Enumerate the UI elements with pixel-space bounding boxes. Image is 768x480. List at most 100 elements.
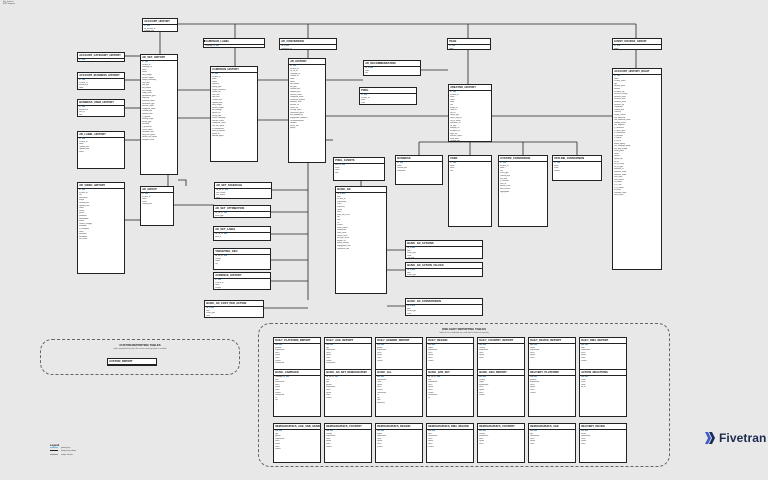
column-name: action_type bbox=[407, 310, 416, 313]
column-row: reach bbox=[581, 443, 625, 446]
column-name: _1d_click bbox=[407, 257, 415, 259]
column-row: actions bbox=[377, 360, 421, 363]
entity-table[interactable]: EVENT_SOURCE_GROUPidnameownercreated_tim… bbox=[612, 38, 662, 50]
column-row: funding_source bbox=[614, 122, 660, 125]
column-name: is_prepay bbox=[614, 137, 622, 140]
column-row: account_id bbox=[337, 198, 385, 201]
entity-table[interactable]: PRODUCT_CATALOGidnameverticalproduct_cou… bbox=[203, 40, 205, 42]
column-row: spend bbox=[326, 354, 370, 357]
column-name: currency bbox=[614, 111, 621, 114]
column-name: configured_status bbox=[142, 107, 156, 110]
column-row: count bbox=[581, 381, 625, 384]
table-name: EVENT_SOURCE_GROUP bbox=[613, 39, 661, 45]
column-name: date bbox=[407, 271, 411, 274]
column-row: impressions bbox=[275, 438, 319, 441]
column-row: conversions bbox=[337, 229, 385, 232]
column-row: ad_id bbox=[407, 247, 481, 250]
column-row: name bbox=[397, 165, 441, 168]
column-row: updated_time bbox=[290, 91, 324, 94]
column-name: id bbox=[215, 279, 217, 282]
entity-table[interactable]: AD_RECOMMENDATIONad_idcodetitlemessageim… bbox=[363, 60, 421, 76]
column-row: instagram_actor bbox=[142, 139, 176, 142]
entity-table[interactable]: ACCOUNT_CATEGORY_HISTORYidaccount_idcate… bbox=[77, 52, 125, 62]
table-name: ACCOUNT_HISTORY bbox=[143, 19, 177, 25]
column-name: spend bbox=[377, 440, 382, 443]
column-name: source_campaign bbox=[212, 117, 226, 120]
column-row: reach bbox=[428, 357, 472, 360]
column-name: actions bbox=[275, 359, 281, 362]
column-row: platform bbox=[275, 347, 319, 350]
column-name: lifetime_min_spend bbox=[142, 136, 157, 139]
column-name: backdated bbox=[79, 235, 87, 238]
entity-table[interactable]: AD_SET_ATTRIBUTIONad_set_idevent_typewin… bbox=[213, 205, 271, 218]
table-name: BASIC_AD_SET_DEMOGRAPHIC bbox=[325, 370, 371, 376]
column-name: upload bbox=[554, 169, 560, 172]
column-row: optimization_goal bbox=[142, 95, 176, 98]
column-name: status bbox=[290, 80, 295, 83]
column-row: ad_set_id bbox=[290, 70, 324, 73]
column-name: funding_source bbox=[614, 121, 626, 124]
column-row: buying_type bbox=[212, 86, 256, 89]
entity-table[interactable]: CUSTOM_REPORTidname bbox=[107, 358, 157, 366]
column-name: title bbox=[365, 72, 368, 75]
table-columns: ad_idcodetitlemessageimportance bbox=[364, 67, 420, 75]
table-name: TARGETING_GEO bbox=[214, 249, 270, 255]
column-name: dma bbox=[428, 432, 432, 435]
entity-table[interactable]: AUDIENCE_HISTORYidaccount_idnamesubtypes… bbox=[213, 272, 271, 290]
column-name: url_tags bbox=[450, 124, 457, 127]
entity-table[interactable]: PAGEidnamecategorylink bbox=[447, 38, 491, 50]
column-name: id bbox=[79, 189, 81, 192]
column-name: last_updated_by bbox=[290, 114, 303, 117]
column-row: date bbox=[428, 430, 472, 433]
column-name: clicks bbox=[275, 383, 280, 386]
